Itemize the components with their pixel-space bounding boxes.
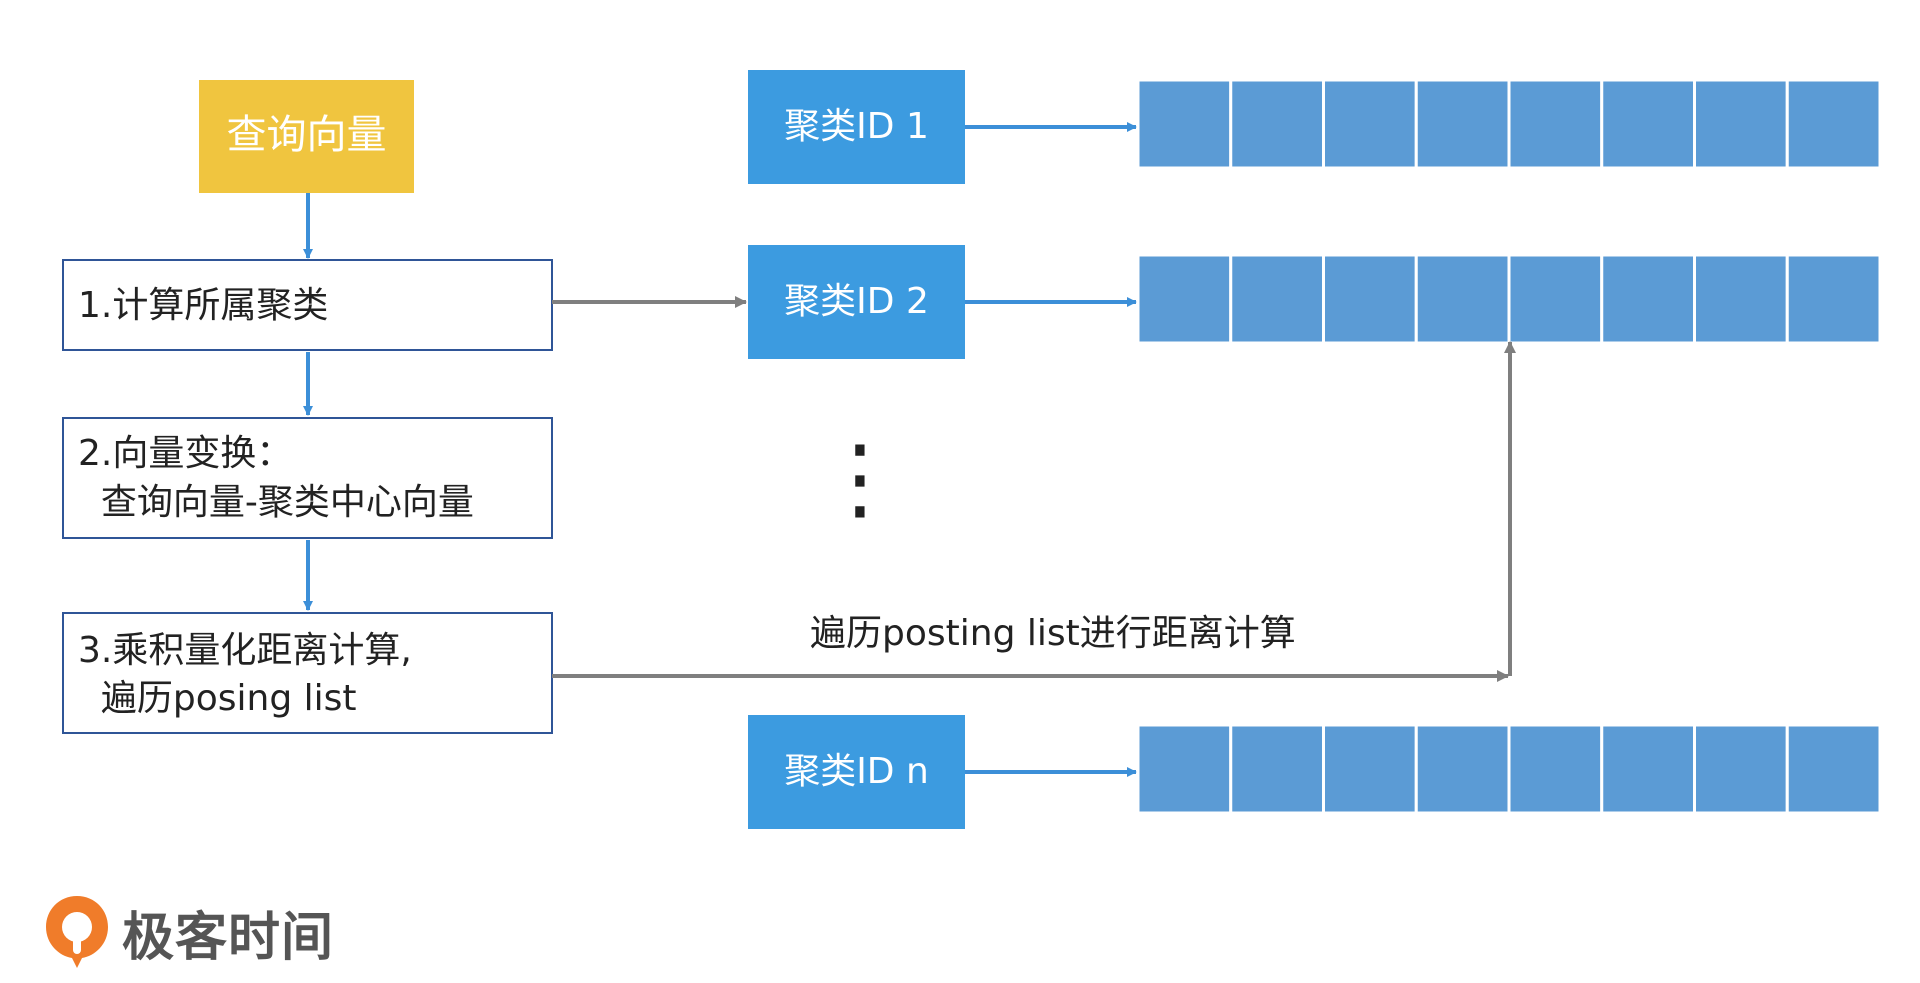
posting-list-cell	[1322, 253, 1418, 345]
traverse-label: 遍历posting list进行距离计算	[810, 613, 1296, 654]
cluster-label-n: 聚类ID n	[784, 751, 929, 792]
posting-list-cell	[1785, 253, 1882, 345]
step-3-line-2: 遍历posing list	[78, 678, 357, 719]
posting-list-1	[1136, 78, 1882, 170]
posting-list-cell	[1229, 78, 1325, 170]
posting-list-cell	[1229, 723, 1325, 815]
posting-list-cell	[1507, 723, 1604, 815]
posting-list-cell	[1322, 78, 1418, 170]
posting-list-cell	[1136, 723, 1233, 815]
cluster-box-n	[748, 715, 965, 829]
posting-list-cell	[1136, 253, 1233, 345]
posting-list-2	[1136, 253, 1882, 345]
cluster-box-1	[748, 70, 965, 184]
posting-list-cell	[1693, 723, 1789, 815]
step-3-line-1: 3.乘积量化距离计算,	[78, 630, 412, 671]
posting-list-cell	[1414, 723, 1511, 815]
posting-list-cell	[1507, 78, 1604, 170]
posting-list-cell	[1600, 78, 1696, 170]
posting-list-n	[1136, 723, 1882, 815]
posting-list-cell	[1507, 253, 1604, 345]
cluster-box-2	[748, 245, 965, 359]
cluster-label-2: 聚类ID 2	[784, 281, 929, 322]
step-2-box	[62, 417, 553, 539]
posting-list-cell	[1322, 723, 1418, 815]
brand-logo-icon	[46, 896, 108, 968]
posting-list-cell	[1785, 723, 1882, 815]
ellipsis: ⋮	[815, 426, 905, 531]
query-vector-box	[199, 80, 414, 193]
step-2-line-2: 查询向量-聚类中心向量	[78, 482, 474, 523]
query-vector-label: 查询向量	[227, 112, 387, 158]
posting-list-cell	[1600, 723, 1696, 815]
posting-list-cell	[1136, 78, 1233, 170]
posting-list-cell	[1693, 78, 1789, 170]
posting-list-cell	[1785, 78, 1882, 170]
step-2-line-1: 2.向量变换：	[78, 433, 292, 474]
brand-logo: 极客时间	[42, 892, 334, 972]
posting-list-cell	[1414, 253, 1511, 345]
brand-name: 极客时间	[122, 907, 335, 968]
posting-list-cell	[1414, 78, 1511, 170]
posting-list-cell	[1600, 253, 1696, 345]
cluster-label-1: 聚类ID 1	[784, 106, 929, 147]
step-3-box	[62, 612, 553, 734]
posting-list-cell	[1693, 253, 1789, 345]
posting-list-cell	[1229, 253, 1325, 345]
step-1-text: 1.计算所属聚类	[78, 285, 328, 326]
step-1-box	[62, 259, 553, 351]
